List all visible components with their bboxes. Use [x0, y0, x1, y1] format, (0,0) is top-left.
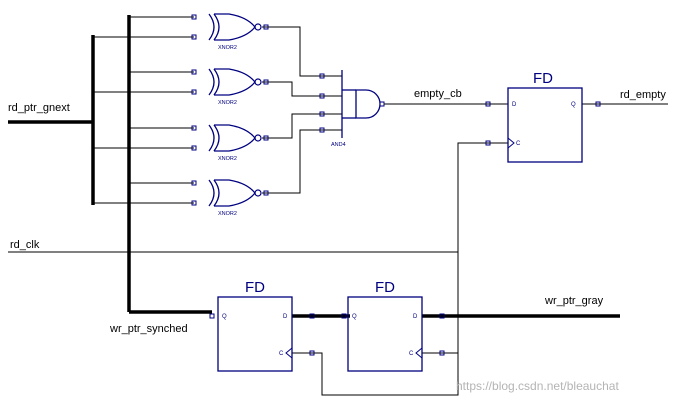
flipflop-sync-1-q-pin: Q — [222, 314, 227, 320]
pin-markers — [191, 14, 601, 356]
xnor-gate — [208, 179, 262, 207]
xnor-gate — [208, 13, 262, 41]
flipflop-sync-1-d-pin: D — [283, 314, 288, 320]
flipflop-output-title: FD — [533, 70, 553, 87]
xnor-gate-label: XNOR2 — [218, 156, 237, 162]
flipflop-output-q-pin: Q — [571, 102, 576, 108]
net-label-rd-ptr-gnext: rd_ptr_gnext — [8, 102, 70, 114]
net-label-empty-cb: empty_cb — [414, 88, 462, 100]
net-label-wr-ptr-synched: wr_ptr_synched — [109, 323, 188, 335]
watermark-text: https://blog.csdn.net/bleauchat — [456, 379, 619, 393]
flipflop-sync-2-q-pin: Q — [352, 314, 357, 320]
xnor-gate-label: XNOR2 — [218, 100, 237, 106]
net-label-rd-clk: rd_clk — [10, 239, 40, 251]
wire-layer — [8, 15, 668, 396]
and4-gate — [341, 70, 381, 138]
flipflop-sync-2 — [347, 296, 423, 372]
flipflop-sync-1-c-pin: C — [279, 351, 284, 357]
xnor-gate — [208, 124, 262, 152]
flipflop-output — [507, 87, 583, 163]
xnor-gate-label: XNOR2 — [218, 45, 237, 51]
flipflop-output-d-pin: D — [512, 102, 517, 108]
flipflop-sync-1 — [217, 296, 293, 372]
xnor-gate-label: XNOR2 — [218, 211, 237, 217]
net-label-rd-empty: rd_empty — [620, 89, 666, 101]
flipflop-sync-2-c-pin: C — [409, 351, 414, 357]
and4-gate-label: AND4 — [331, 142, 346, 148]
net-label-wr-ptr-gray: wr_ptr_gray — [544, 295, 604, 307]
xnor-gate — [208, 68, 262, 96]
flipflop-sync-1-title: FD — [245, 279, 265, 296]
flipflop-output-c-pin: C — [516, 141, 521, 147]
flipflop-sync-2-title: FD — [375, 279, 395, 296]
flipflop-sync-2-d-pin: D — [413, 314, 418, 320]
